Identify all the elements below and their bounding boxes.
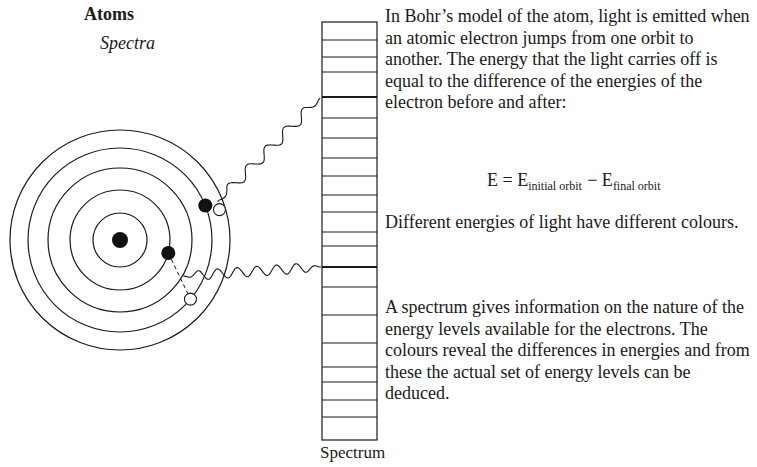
orbit-ring xyxy=(93,213,147,267)
title: Atoms xyxy=(84,4,134,25)
spectral-line xyxy=(322,40,377,41)
equation-subscript: initial orbit xyxy=(528,179,582,193)
spectral-line xyxy=(322,266,377,268)
spectral-line xyxy=(322,382,377,383)
spectral-line xyxy=(322,195,377,196)
spectral-line xyxy=(322,287,377,288)
nucleus xyxy=(112,232,128,248)
equation-part: E = E xyxy=(487,170,528,190)
former-position xyxy=(184,293,196,305)
paragraph: A spectrum gives information on the natu… xyxy=(385,297,751,405)
orbit-ring xyxy=(28,148,212,332)
spectral-line xyxy=(322,315,377,316)
orbit-rings xyxy=(10,130,230,350)
spectral-line xyxy=(322,367,377,368)
spectral-line xyxy=(322,72,377,73)
spectral-line xyxy=(322,232,377,233)
equation: E = Einitial orbit − Efinal orbit xyxy=(487,170,661,194)
photon-wave xyxy=(217,98,320,202)
equation-part: − E xyxy=(587,170,613,190)
spectral-line xyxy=(322,118,377,119)
spectral-line xyxy=(322,400,377,401)
spectrum-bar xyxy=(322,22,377,440)
spectral-line xyxy=(322,176,377,177)
paragraph: In Bohr’s model of the atom, light is em… xyxy=(385,6,751,114)
electron-jumps xyxy=(161,98,321,305)
jump-path xyxy=(168,253,190,299)
photon-wave xyxy=(183,264,321,280)
spectral-line xyxy=(322,138,377,139)
former-position xyxy=(213,204,225,216)
electron xyxy=(161,246,175,260)
electron xyxy=(198,199,212,213)
spectrum-frame xyxy=(322,22,377,440)
spectral-line xyxy=(322,246,377,247)
spectral-line xyxy=(322,96,377,98)
orbit-ring xyxy=(48,168,192,312)
equation-subscript: final orbit xyxy=(613,179,661,193)
orbit-ring xyxy=(70,190,170,290)
spectral-line xyxy=(322,343,377,344)
spectral-line xyxy=(322,212,377,213)
spectral-line xyxy=(322,158,377,159)
paragraph: Different energies of light have differe… xyxy=(385,212,751,234)
spectrum-label: Spectrum xyxy=(320,442,385,464)
orbit-ring xyxy=(10,130,230,350)
section-label: Spectra xyxy=(100,33,155,55)
spectral-line xyxy=(322,57,377,58)
spectral-line xyxy=(322,417,377,418)
